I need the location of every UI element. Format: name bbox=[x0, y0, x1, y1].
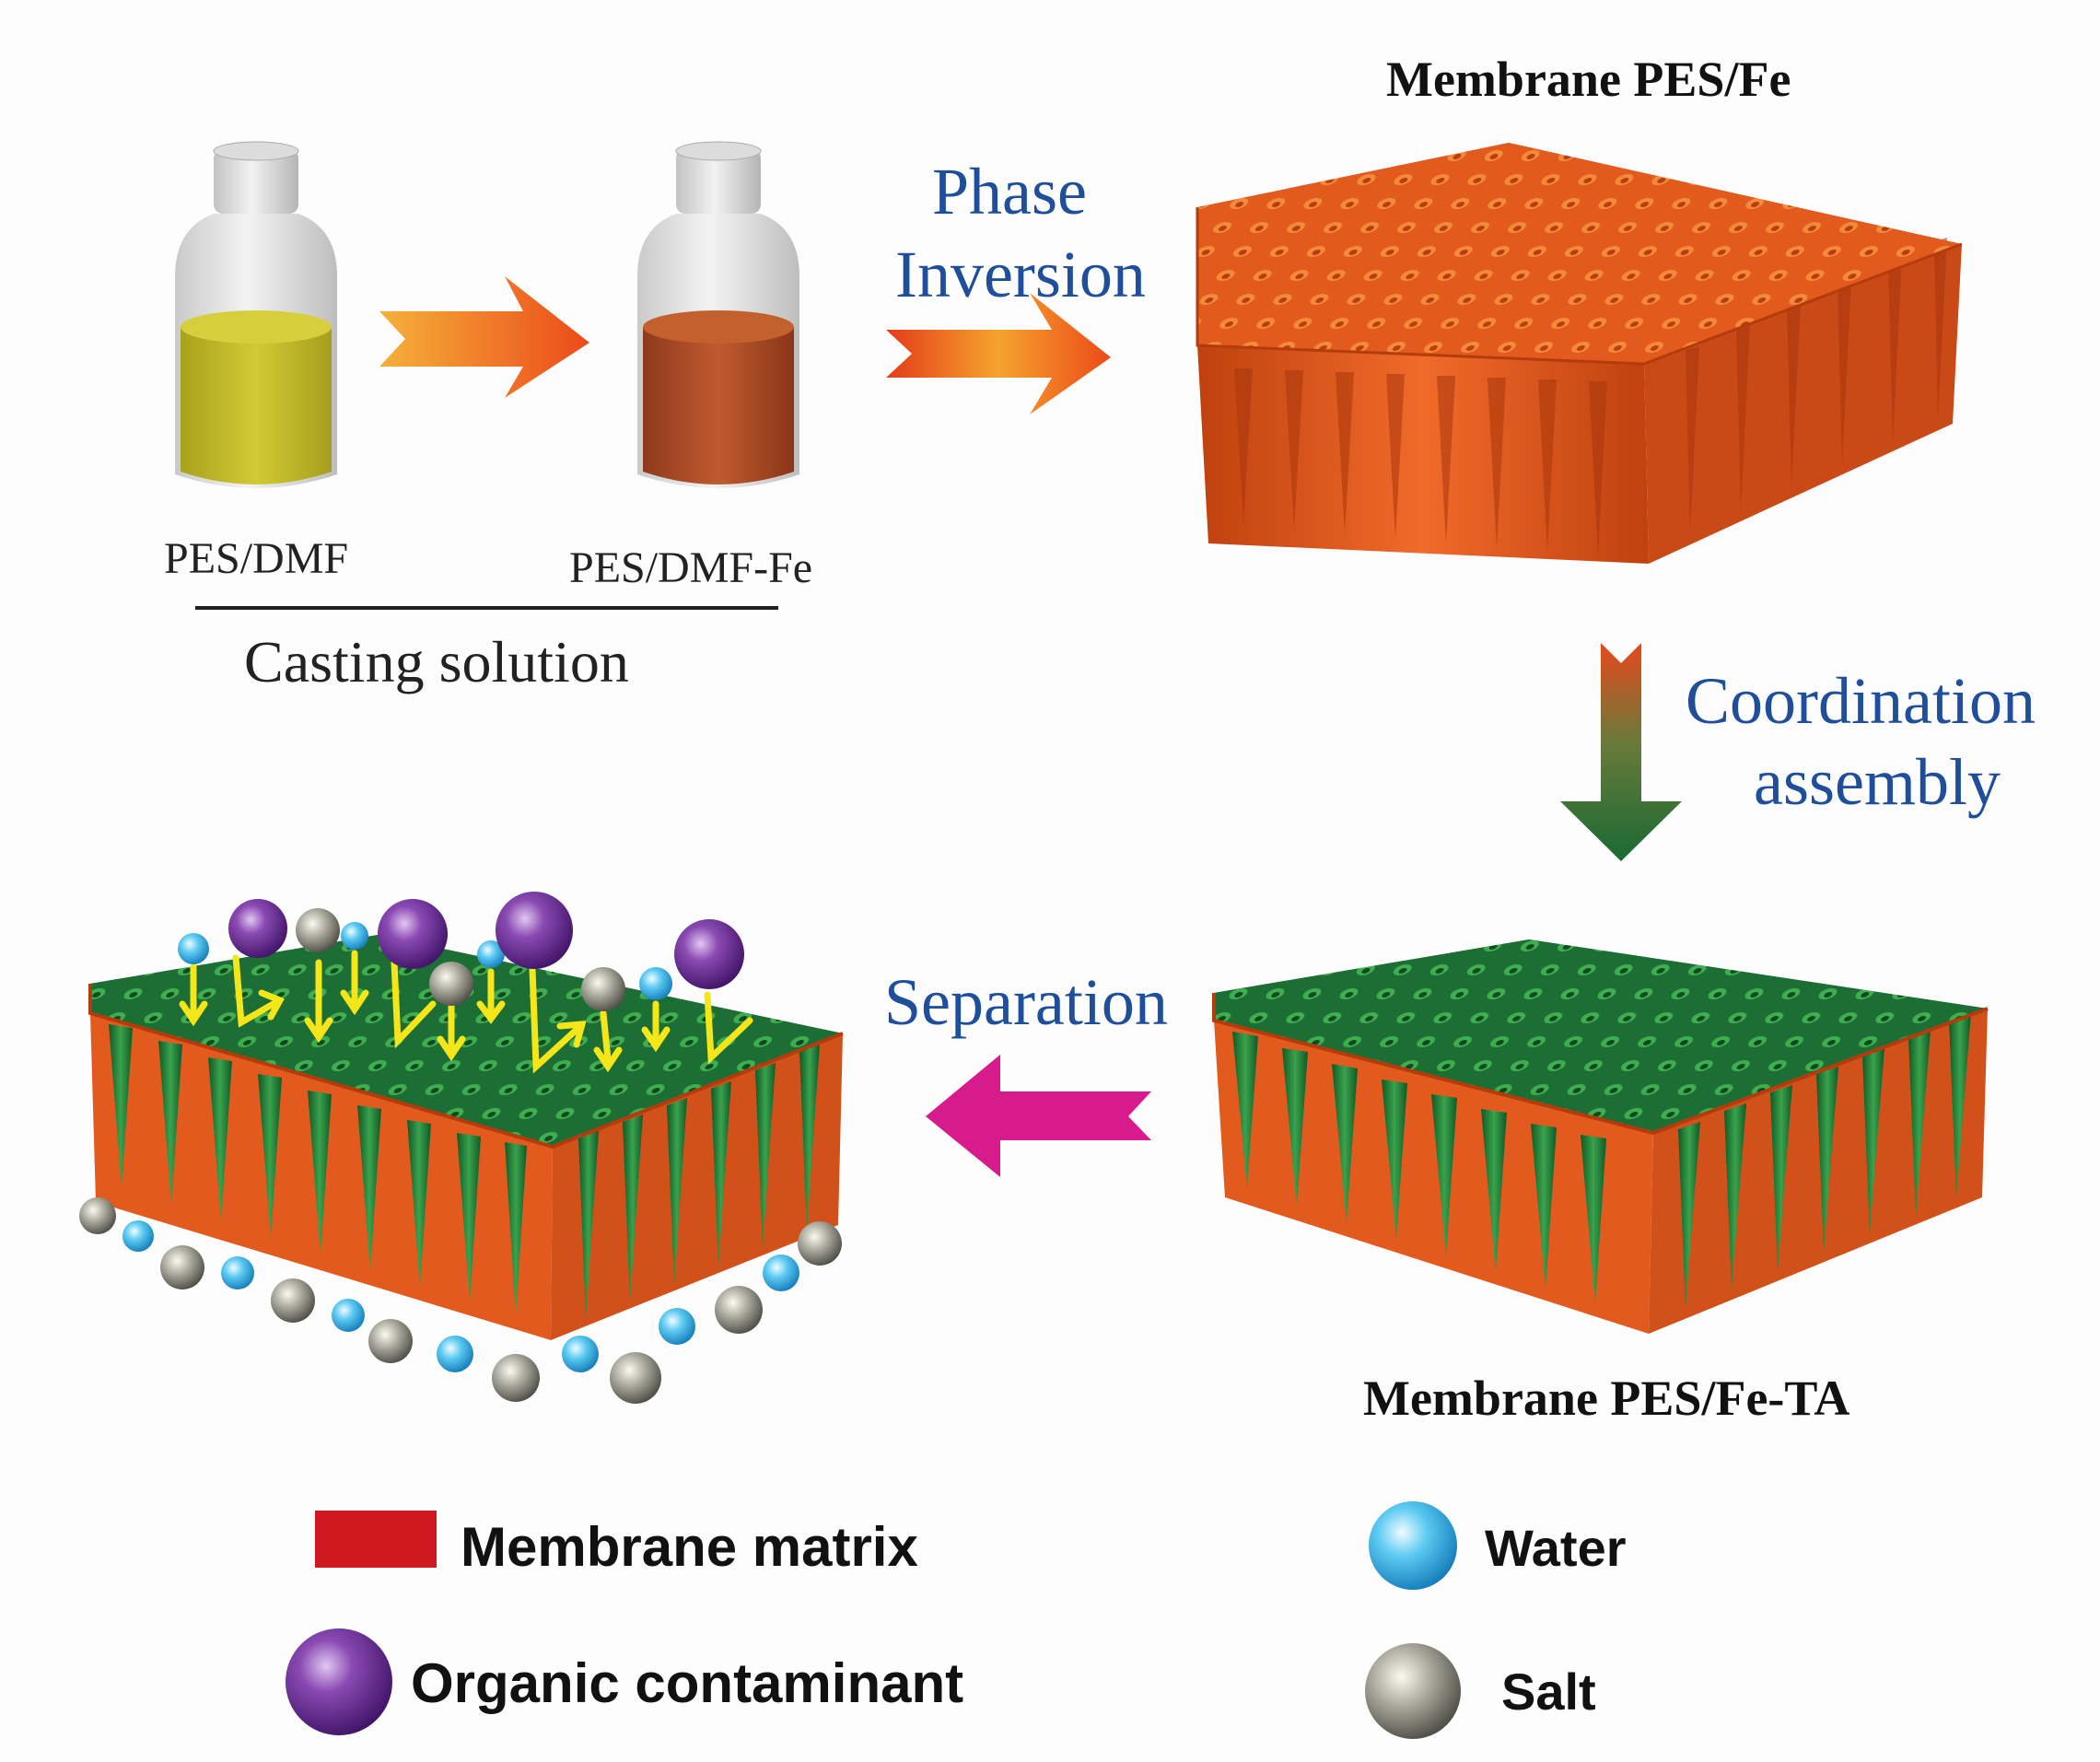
arrow-separation bbox=[926, 1055, 1151, 1177]
legend-matrix-label: Membrane matrix bbox=[461, 1516, 918, 1578]
legend-water-icon bbox=[1369, 1501, 1457, 1590]
arrow-add-fe bbox=[379, 276, 589, 398]
legend-salt-icon bbox=[1365, 1643, 1461, 1739]
legend-water-label: Water bbox=[1485, 1519, 1627, 1577]
casting-solution-label: Casting solution bbox=[244, 629, 629, 694]
particles-feed bbox=[178, 892, 744, 1011]
inversion-label: Inversion bbox=[895, 238, 1146, 311]
arrow-phase-inversion bbox=[886, 293, 1111, 414]
separation-label: Separation bbox=[884, 965, 1168, 1039]
bottle1-label: PES/DMF bbox=[164, 534, 348, 583]
membrane-separation bbox=[88, 935, 844, 1340]
membrane2-title: Membrane PES/Fe-TA bbox=[1363, 1371, 1849, 1426]
membrane-pes-fe-ta bbox=[1212, 939, 1989, 1334]
coordination-label: Coordination bbox=[1686, 664, 2036, 738]
membrane-pes-fe bbox=[1196, 143, 1963, 564]
membrane1-title: Membrane PES/Fe bbox=[1386, 52, 1791, 107]
legend-matrix-swatch bbox=[315, 1511, 437, 1568]
arrow-coordination bbox=[1560, 643, 1682, 861]
particles-permeate bbox=[79, 1197, 842, 1404]
flow-arrows bbox=[179, 950, 753, 1074]
legend: Membrane matrix Organic contaminant Wate… bbox=[286, 1501, 1627, 1739]
legend-organic-icon bbox=[286, 1628, 392, 1735]
bottle-pes-dmf-fe bbox=[637, 141, 799, 488]
bottle-pes-dmf bbox=[175, 141, 337, 488]
phase-label: Phase bbox=[932, 155, 1087, 228]
legend-organic-label: Organic contaminant bbox=[411, 1652, 963, 1714]
bottle2-label: PES/DMF-Fe bbox=[569, 543, 812, 592]
assembly-label: assembly bbox=[1754, 745, 2001, 819]
legend-salt-label: Salt bbox=[1501, 1663, 1596, 1721]
